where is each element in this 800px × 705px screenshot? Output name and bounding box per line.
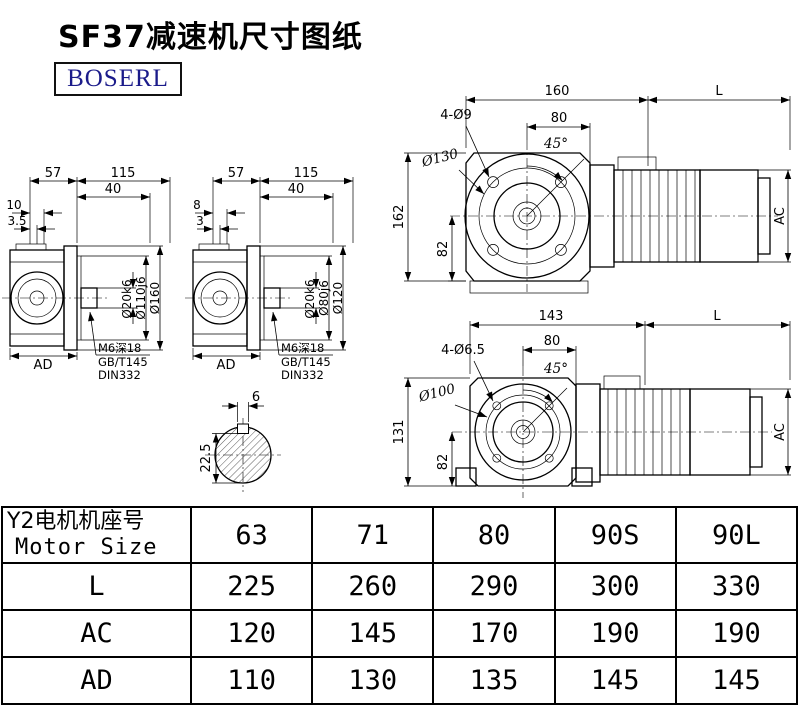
dim-label-45deg: 45°	[543, 136, 568, 152]
dim-label-162: 162	[392, 205, 407, 230]
dim-label-82: 82	[436, 241, 451, 258]
tap-note-line1: M6深18	[98, 341, 141, 355]
dim-label-80: 80	[551, 111, 568, 126]
dim-label-spigot-dia: Ø80j6	[317, 280, 331, 316]
col-header: 90S	[553, 506, 677, 564]
table-cell: 110	[189, 656, 314, 705]
dim-label-82: 82	[436, 454, 451, 471]
dim-label-shaft-dia: Ø20k6	[303, 279, 317, 318]
table-cell: 145	[674, 656, 799, 705]
motor-size-table: Y2电机机座号 Motor Size 63 71 80 90S 90L L 22…	[1, 506, 799, 705]
table-cell: 290	[432, 562, 556, 611]
table-cell: 330	[674, 562, 799, 611]
row-label: L	[1, 562, 192, 611]
dim-label-flange-dia: Ø120	[331, 282, 345, 314]
page-title: SF37减速机尺寸图纸	[58, 20, 363, 55]
front-view-small: 143 L 80 4-Ø6.5 45° Ø100 131 82 AC	[392, 309, 792, 498]
dim-label: 3.5	[7, 214, 26, 228]
dim-label-flange-dia: Ø160	[148, 282, 162, 314]
dim-label-L: L	[715, 84, 723, 99]
dim-label-ad: AD	[34, 358, 53, 373]
dim-label-bolt-circle: Ø130	[419, 146, 460, 171]
dim-label-spigot-dia: Ø110j6	[134, 276, 148, 319]
shaft-cross-section: 6 22.5	[199, 390, 281, 492]
table-cell: 135	[432, 656, 556, 705]
col-header: 90L	[674, 506, 799, 564]
dim-label-160: 160	[545, 84, 570, 99]
table-row-AC: AC 120 145 170 190 190	[1, 609, 799, 658]
table-cell: 300	[553, 562, 677, 611]
col-header: 63	[189, 506, 314, 564]
dim-label-45deg: 45°	[543, 361, 568, 377]
dim-label-80: 80	[544, 334, 561, 349]
motor-frame-label-en: Motor Size	[15, 535, 158, 560]
brand-logo-text: BOSERL	[67, 65, 169, 92]
dim-label-ad: AD	[217, 358, 236, 373]
table-row-L: L 225 260 290 300 330	[1, 562, 799, 611]
col-header: 80	[432, 506, 556, 564]
table-cell: 170	[432, 609, 556, 658]
dim-label: 8	[193, 198, 201, 212]
table-cell: 130	[311, 656, 435, 705]
brand-logo-box: BOSERL	[54, 62, 182, 96]
side-view-large: 57 115 40 10 3.5 Ø20k6 Ø110j6 Ø160 AD M6…	[2, 166, 170, 382]
table-cell: 260	[311, 562, 435, 611]
table-cell: 225	[189, 562, 314, 611]
tap-note-line1: M6深18	[281, 341, 324, 355]
motor-frame-label-cn: Y2电机机座号	[7, 509, 145, 534]
dim-label-key-width: 6	[252, 390, 260, 405]
tap-note-line2: GB/T145	[98, 355, 148, 369]
dim-label: 115	[111, 166, 136, 181]
table-cell: 145	[311, 609, 435, 658]
dim-label: 57	[45, 166, 62, 181]
tap-note-line2: GB/T145	[281, 355, 331, 369]
dim-label-143: 143	[539, 309, 564, 324]
tap-note-line3: DIN332	[281, 368, 324, 382]
dim-label-131: 131	[392, 420, 407, 445]
dim-label: 115	[294, 166, 319, 181]
dim-label: 57	[228, 166, 245, 181]
table-header-row: Y2电机机座号 Motor Size 63 71 80 90S 90L	[1, 506, 799, 564]
dim-label-bolt-circle: Ø100	[416, 381, 457, 406]
tap-note-line3: DIN332	[98, 368, 141, 382]
col-header: 71	[311, 506, 435, 564]
table-cell: 190	[553, 609, 677, 658]
motor-body	[589, 156, 771, 268]
table-corner-cell: Y2电机机座号 Motor Size	[1, 506, 192, 564]
table-cell: 120	[189, 609, 314, 658]
table-cell: 190	[674, 609, 799, 658]
dim-label: 40	[105, 182, 122, 197]
dim-label-shaft-dia: Ø20k6	[120, 279, 134, 318]
dim-label-ac: AC	[773, 423, 788, 441]
front-view-large: 160 L 80 4-Ø9 45° Ø130 162 82 AC	[392, 84, 792, 294]
dim-label-ac: AC	[773, 207, 788, 225]
dim-label: 10	[6, 198, 21, 212]
technical-drawing: 57 115 40 10 3.5 Ø20k6 Ø110j6 Ø160 AD M6…	[0, 84, 792, 498]
dim-label-bolt-holes: 4-Ø9	[440, 108, 471, 123]
motor-body	[575, 375, 763, 483]
dim-label-key-height: 22.5	[199, 444, 214, 473]
row-label: AC	[1, 609, 192, 658]
table-cell: 145	[553, 656, 677, 705]
dim-label-bolt-holes: 4-Ø6.5	[441, 343, 485, 358]
table-row-AD: AD 110 130 135 145 145	[1, 656, 799, 705]
dim-label-L: L	[713, 309, 721, 324]
side-view-small: 57 115 40 8 3 Ø20k6 Ø80j6 Ø120 AD M6深18 …	[185, 166, 353, 382]
dim-label: 3	[196, 214, 204, 228]
dim-label: 40	[288, 182, 305, 197]
row-label: AD	[1, 656, 192, 705]
